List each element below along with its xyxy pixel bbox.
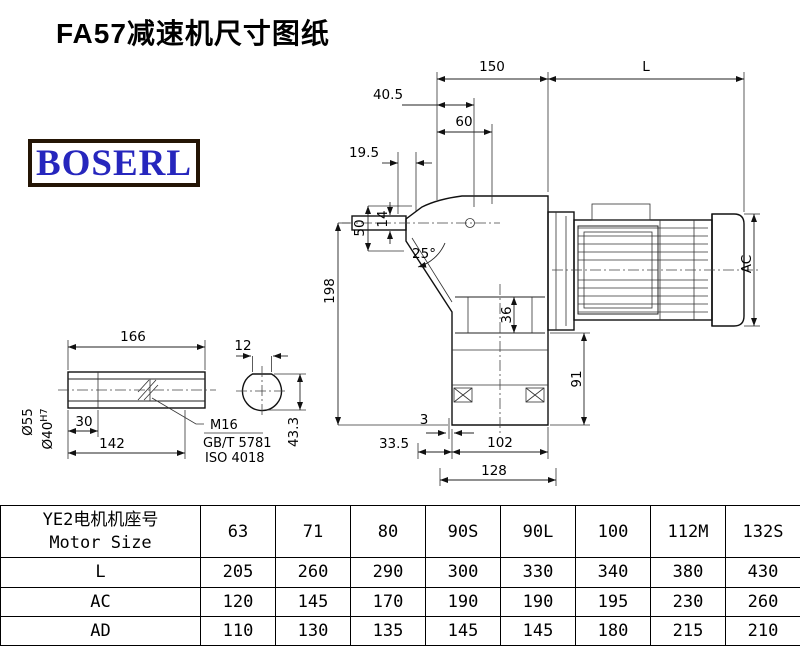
table-cell: 340 <box>575 557 651 588</box>
table-cell: 145 <box>275 586 351 617</box>
dim-91: 91 <box>569 370 585 387</box>
table-cell: 130 <box>275 615 351 646</box>
shaft-detail-view: 166 30 142 Ø55 Ø40H7 M16 GB/T 5781 ISO 4… <box>20 329 272 466</box>
dim-19-5: 19.5 <box>349 145 379 161</box>
dim-142: 142 <box>99 436 125 452</box>
header-line1: YE2电机机座号 <box>42 509 159 530</box>
left-dimensions: 50 14 25° 198 <box>322 202 448 426</box>
dim-60: 60 <box>455 114 472 130</box>
table-cell: 145 <box>500 615 576 646</box>
right-dimensions: 36 91 AC <box>499 213 760 426</box>
table-cell: 190 <box>425 586 501 617</box>
dim-L: L <box>642 59 650 75</box>
table-cell: 260 <box>275 557 351 588</box>
motor-size-col-90L: 90L <box>500 504 576 559</box>
table-cell: 190 <box>500 586 576 617</box>
motor-size-col-63: 63 <box>200 504 276 559</box>
dim-102: 102 <box>487 435 513 451</box>
table-cell: 210 <box>725 615 800 646</box>
dim-25deg: 25° <box>412 246 436 262</box>
row-label-AD: AD <box>0 615 201 646</box>
dim-diameter-40: Ø40 <box>40 422 56 450</box>
table-cell: 260 <box>725 586 800 617</box>
table-cell: 135 <box>350 615 426 646</box>
row-label-AC: AC <box>0 586 201 617</box>
motor-outline <box>547 203 758 331</box>
dim-33-5: 33.5 <box>379 436 409 452</box>
motor-size-col-80: 80 <box>350 504 426 559</box>
gearbox-lower-detail <box>452 284 548 434</box>
dim-14: 14 <box>375 210 391 227</box>
dim-43-3: 43.3 <box>286 417 302 447</box>
dim-36: 36 <box>499 306 515 323</box>
dim-198: 198 <box>322 278 338 304</box>
table-cell: 205 <box>200 557 276 588</box>
motor-size-col-132S: 132S <box>725 504 800 559</box>
note-gbt-5781: GB/T 5781 <box>203 436 272 451</box>
dim-30: 30 <box>75 414 92 430</box>
table-cell: 290 <box>350 557 426 588</box>
table-cell: 110 <box>200 615 276 646</box>
table-cell: 430 <box>725 557 800 588</box>
table-header-cell: YE2电机机座号 Motor Size <box>0 504 201 559</box>
bottom-dimensions: 3 33.5 102 128 <box>379 412 557 486</box>
dim-50: 50 <box>352 219 368 236</box>
boserl-logo: BOSERL <box>28 139 200 187</box>
gearbox-outline <box>342 195 549 426</box>
dim-128: 128 <box>481 463 507 479</box>
row-label-L: L <box>0 557 201 588</box>
motor-size-col-71: 71 <box>275 504 351 559</box>
table-cell: 330 <box>500 557 576 588</box>
table-cell: 145 <box>425 615 501 646</box>
table-header-row: YE2电机机座号 Motor Size 63 71 80 90S 90L 100… <box>0 504 800 559</box>
motor-size-col-90S: 90S <box>425 504 501 559</box>
shaft-end-view: 12 43.3 <box>234 338 306 447</box>
table-row-L: L 205 260 290 300 330 340 380 430 <box>0 557 800 588</box>
header-line2: Motor Size <box>49 532 152 553</box>
note-m16: M16 <box>210 418 238 433</box>
table-cell: 120 <box>200 586 276 617</box>
dim-diameter-40H7: Ø40H7 <box>39 408 56 449</box>
table-cell: 195 <box>575 586 651 617</box>
motor-size-table: YE2电机机座号 Motor Size 63 71 80 90S 90L 100… <box>0 504 800 646</box>
motor-size-col-100: 100 <box>575 504 651 559</box>
dim-166: 166 <box>120 329 146 345</box>
dim-12: 12 <box>234 338 251 354</box>
note-iso-4018: ISO 4018 <box>205 451 265 466</box>
dim-diameter-55: Ø55 <box>20 408 36 436</box>
page-title: FA57减速机尺寸图纸 <box>56 18 330 49</box>
table-cell: 180 <box>575 615 651 646</box>
table-cell: 170 <box>350 586 426 617</box>
motor-size-col-112M: 112M <box>650 504 726 559</box>
dim-AC: AC <box>739 255 755 273</box>
dim-tolerance-H7: H7 <box>39 408 50 421</box>
table-cell: 380 <box>650 557 726 588</box>
table-cell: 215 <box>650 615 726 646</box>
top-dimensions: 150 L 40.5 60 19.5 <box>349 59 745 214</box>
table-cell: 300 <box>425 557 501 588</box>
dim-3: 3 <box>420 412 429 428</box>
dim-150: 150 <box>479 59 505 75</box>
table-row-AD: AD 110 130 135 145 145 180 215 210 <box>0 615 800 646</box>
dim-40-5: 40.5 <box>373 87 403 103</box>
table-cell: 230 <box>650 586 726 617</box>
table-row-AC: AC 120 145 170 190 190 195 230 260 <box>0 586 800 617</box>
